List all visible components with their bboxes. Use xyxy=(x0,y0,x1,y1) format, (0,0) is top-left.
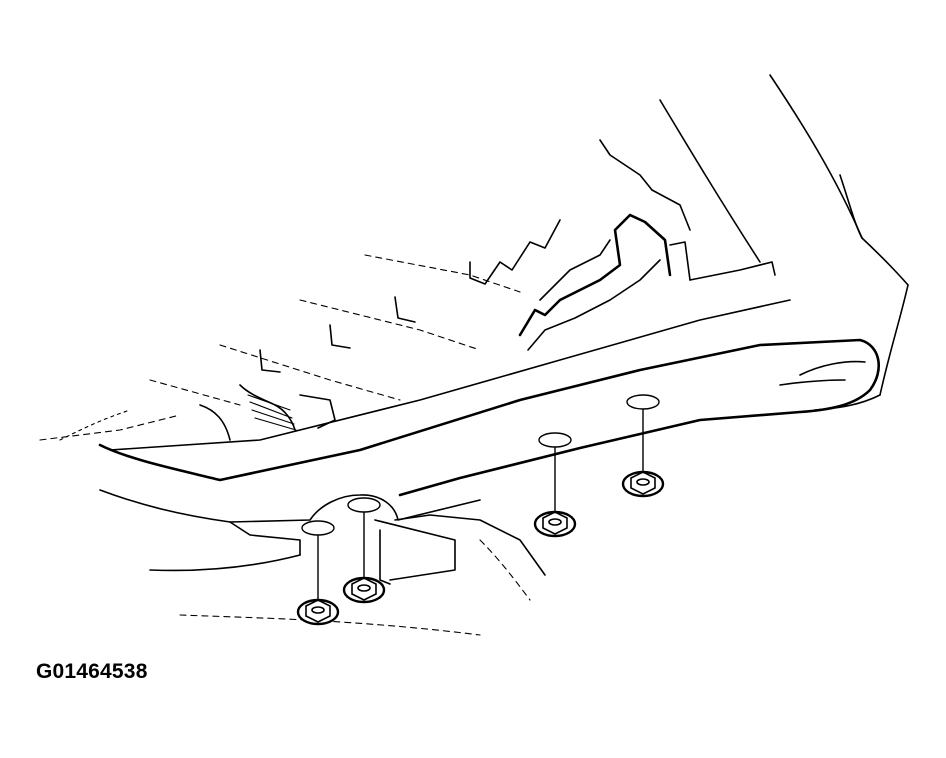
engine-block-outline xyxy=(39,219,561,441)
hole-3 xyxy=(538,432,572,448)
figure-id-label: G01464538 xyxy=(36,660,148,683)
flange-nut-4 xyxy=(621,470,665,498)
skid-plate xyxy=(179,514,546,636)
flange-nut-1 xyxy=(296,598,340,626)
hole-1 xyxy=(301,520,335,536)
crossmember xyxy=(98,299,881,572)
hole-2 xyxy=(347,497,381,513)
body-panel xyxy=(599,74,909,396)
mounting-holes xyxy=(301,394,660,536)
alignment-lines xyxy=(317,409,644,600)
flange-nut-2 xyxy=(342,576,386,604)
mounting-bracket xyxy=(518,213,776,351)
hole-4 xyxy=(626,394,660,410)
flange-nut-3 xyxy=(533,510,577,538)
